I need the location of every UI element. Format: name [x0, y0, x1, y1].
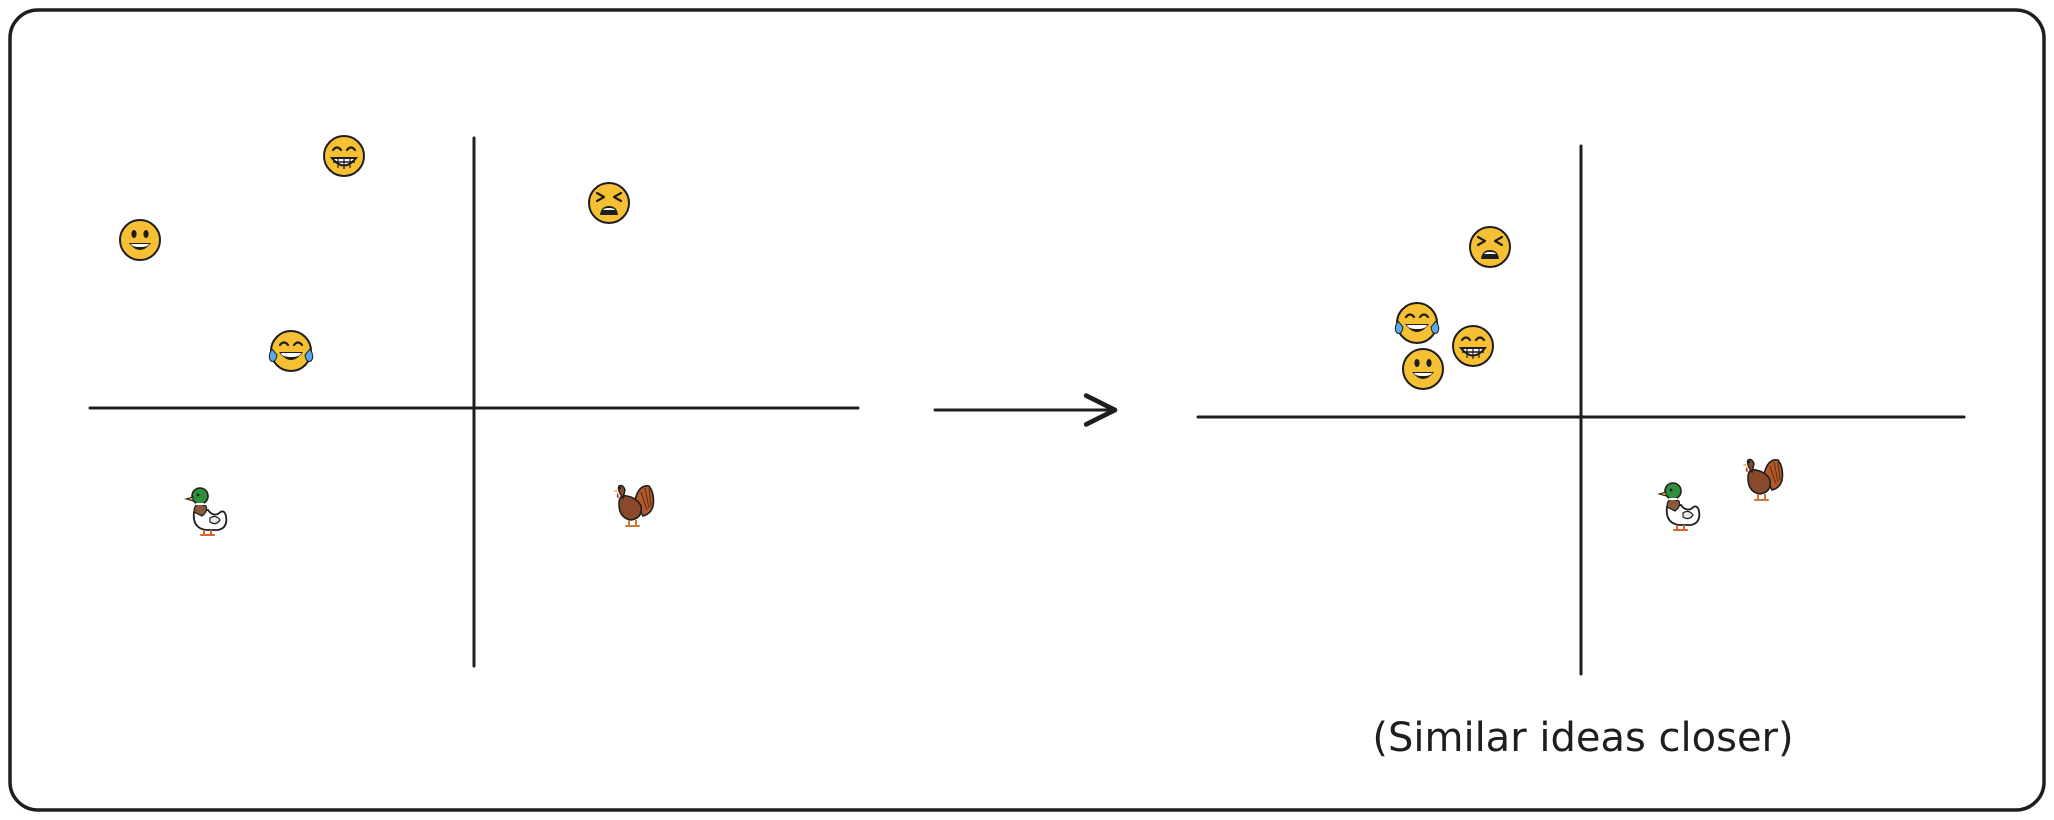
outer-frame — [8, 8, 2046, 812]
tears-of-joy-face-icon — [1394, 301, 1440, 345]
grinning-face-icon — [1402, 348, 1444, 390]
duck-icon — [185, 487, 228, 536]
turkey-icon — [612, 484, 655, 527]
duck-icon — [1658, 482, 1701, 531]
panel-after — [1196, 144, 1966, 676]
beaming-face-icon — [322, 134, 366, 178]
caption: (Similar ideas closer) — [1372, 715, 1793, 761]
tired-face-icon — [1468, 225, 1512, 269]
panel-before — [88, 134, 860, 668]
tears-of-joy-face-icon — [268, 329, 314, 373]
beaming-face-icon — [1451, 324, 1495, 368]
turkey-icon — [1741, 458, 1784, 501]
tired-face-icon — [587, 181, 631, 225]
grinning-face-icon — [119, 219, 161, 261]
